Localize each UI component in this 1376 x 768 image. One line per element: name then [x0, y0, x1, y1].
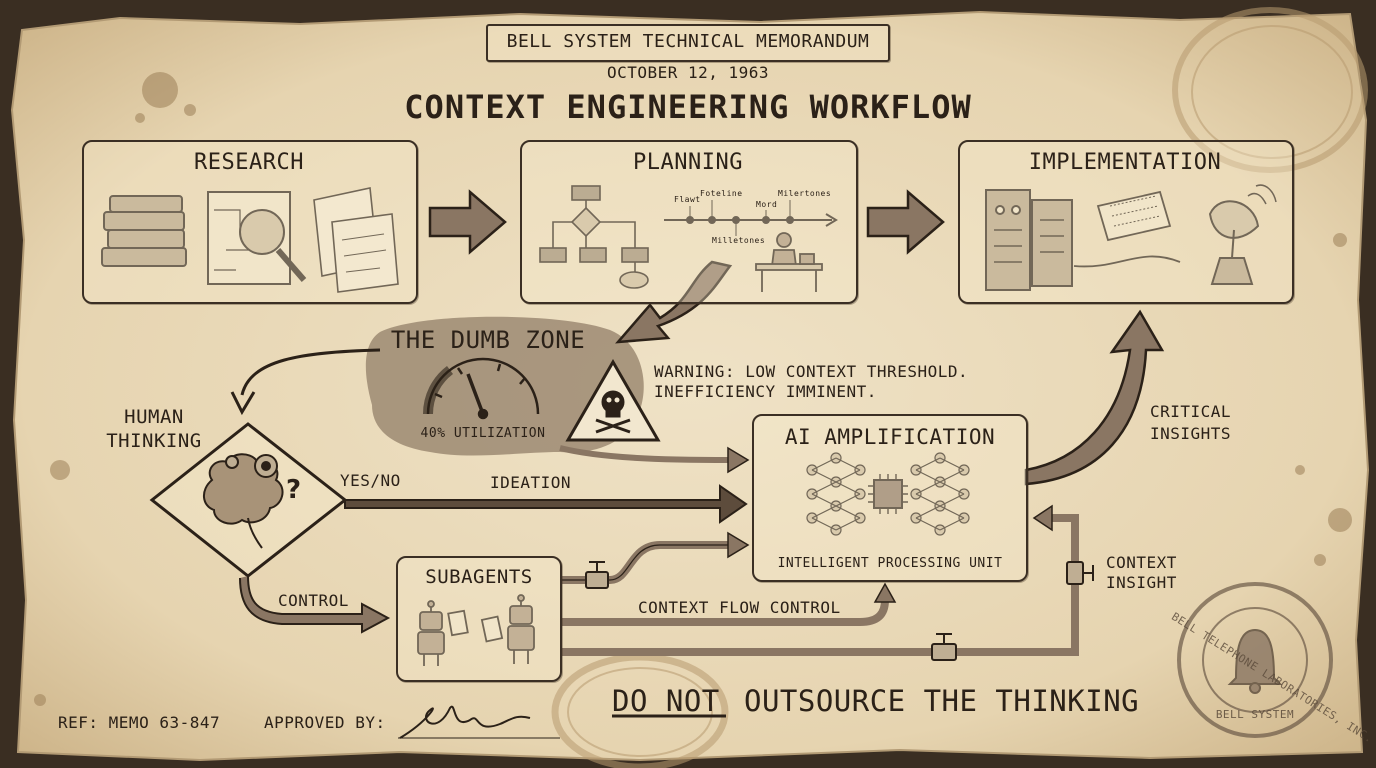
edge-label-yes-no: YES/NO: [340, 471, 401, 490]
implementation-stage: [958, 140, 1294, 304]
arrow-ideation: [344, 484, 748, 524]
human-thinking-label: THINKING: [106, 430, 202, 452]
question-mark-icon: ?: [286, 475, 301, 505]
page-title: CONTEXT ENGINEERING WORKFLOW: [404, 88, 972, 126]
edge-label-ideation: IDEATION: [490, 473, 572, 492]
neural-network-icon: [806, 452, 970, 536]
bell-system-seal: [1177, 582, 1333, 738]
coffee-stains: [551, 7, 1368, 768]
edge-label-critical-insights: INSIGHTS: [1150, 424, 1232, 443]
satellite-dish-icon: [1208, 184, 1277, 285]
timeline-icon: [664, 200, 838, 236]
planning-label: PLANNING: [633, 150, 743, 175]
robot-icon: [417, 600, 469, 666]
circuit-magnifier-icon: [207, 191, 307, 285]
arrow-planning-to-implementation: [866, 189, 945, 255]
flowchart-icon: [539, 185, 649, 289]
arrow-planning-to-dumb-zone: [615, 260, 733, 344]
pipe-context-flow-control: [562, 599, 889, 626]
valve-icon: [931, 561, 1094, 661]
edge-label-critical-insights: CRITICAL: [1150, 402, 1232, 421]
slogan-emphasis: DO NOT: [612, 684, 720, 718]
research-stage: [82, 140, 418, 304]
memo-header-stamp-text: BELL SYSTEM TECHNICAL MEMORANDUM: [506, 31, 870, 52]
arrow-dumb-zone-to-human: [240, 348, 381, 396]
seal-bottom-text: BELL SYSTEM: [1215, 708, 1295, 721]
timeline-label: Mord: [756, 200, 778, 209]
skull-warning-icon: [565, 358, 661, 442]
warning-line: WARNING: LOW CONTEXT THRESHOLD.: [654, 362, 969, 381]
planning-stage: [520, 140, 858, 304]
implementation-label: IMPLEMENTATION: [1028, 150, 1222, 175]
research-label: RESEARCH: [194, 150, 304, 175]
warning-line: INEFFICIENCY IMMINENT.: [654, 382, 877, 401]
books-icon: [101, 195, 187, 267]
timeline-label: Milletones: [712, 236, 766, 245]
dumb-zone-blob: [365, 316, 644, 456]
edge-label-control: CONTROL: [278, 591, 349, 610]
subagents-label: SUBAGENTS: [425, 566, 533, 588]
human-thinking-label: HUMAN: [124, 406, 184, 428]
approved-by-label: APPROVED BY:: [264, 713, 386, 732]
ai-amplification-caption: INTELLIGENT PROCESSING UNIT: [777, 556, 1003, 571]
gauge-label: 40% UTILIZATION: [420, 426, 546, 441]
slogan-text: OUTSOURCE THE THINKING: [744, 684, 1140, 718]
processor-chip-icon: [868, 474, 908, 514]
punch-card-icon: [1073, 190, 1181, 268]
edge-label-context-insight: CONTEXT: [1106, 553, 1177, 572]
ai-amplification-label: AI AMPLIFICATION: [784, 425, 996, 449]
timeline-label: Flawt: [674, 195, 701, 204]
ink-splotches: [34, 72, 1352, 706]
brain-gears-icon: [203, 453, 284, 549]
memo-header-stamp: [486, 24, 890, 62]
person-at-desk-icon: [755, 232, 823, 292]
arrow-research-to-planning: [428, 189, 507, 255]
timeline-label: Foteline: [700, 189, 743, 198]
equation-papers-icon: [313, 187, 399, 293]
edge-label-context-insight: INSIGHT: [1106, 573, 1177, 592]
bell-icon: [1227, 628, 1283, 694]
signature: [399, 705, 531, 739]
arrow-critical-insights: [1024, 309, 1165, 486]
edge-label-context-flow-control: CONTEXT FLOW CONTROL: [638, 598, 841, 617]
gauge-icon: [423, 357, 540, 420]
timeline-label: Milertones: [778, 189, 832, 198]
valve-icon: [585, 561, 609, 589]
arrow-control: [239, 575, 391, 634]
subagents-box: [396, 556, 562, 682]
memo-reference: REF: MEMO 63-847: [58, 713, 221, 732]
arrow-dumb-zone-to-ai: [559, 445, 731, 463]
dumb-zone-title: THE DUMB ZONE: [390, 326, 586, 354]
ai-amplification-box: [752, 414, 1028, 582]
mainframe-computer-icon: [985, 189, 1073, 291]
robot-icon: [480, 594, 535, 664]
memo-date: OCTOBER 12, 1963: [606, 63, 770, 82]
